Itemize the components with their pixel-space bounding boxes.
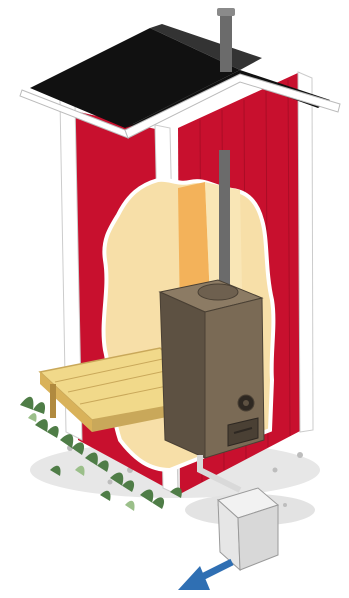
collection-box	[218, 488, 278, 570]
stove-damper	[238, 395, 254, 411]
flow-arrow	[178, 562, 232, 590]
